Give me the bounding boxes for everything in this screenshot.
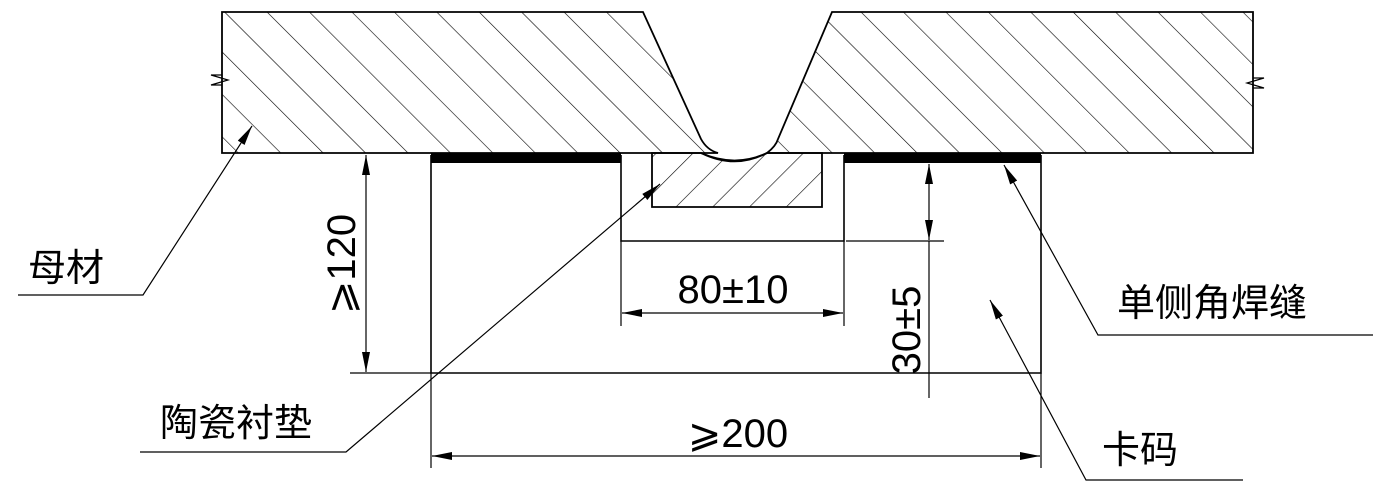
label-ceramic-backing: 陶瓷衬垫 <box>160 401 312 445</box>
fillet-weld-left <box>431 153 621 163</box>
dim-slot-width: 80±10 <box>678 268 789 312</box>
dim-slot-depth: 30±5 <box>885 286 929 375</box>
base-metal-left <box>221 11 719 154</box>
leader-base-metal <box>18 125 253 296</box>
label-clamp: 卡码 <box>1102 428 1178 472</box>
clamp-outline <box>430 155 1042 374</box>
weld-root <box>700 152 768 163</box>
label-fillet-weld: 单侧角焊缝 <box>1117 281 1307 325</box>
dim-clamp-width: ⩾200 <box>688 412 788 456</box>
break-symbol-left <box>210 74 231 86</box>
leader-fillet-weld <box>1003 164 1373 336</box>
dim-clamp-height: ⩾120 <box>320 214 364 314</box>
leader-ceramic-backing <box>140 183 661 453</box>
fillet-weld-right <box>844 153 1041 163</box>
label-base-metal: 母材 <box>28 246 104 290</box>
base-metal-right <box>764 11 1254 154</box>
leader-clamp <box>989 299 1243 481</box>
break-symbol-right <box>1244 77 1265 89</box>
